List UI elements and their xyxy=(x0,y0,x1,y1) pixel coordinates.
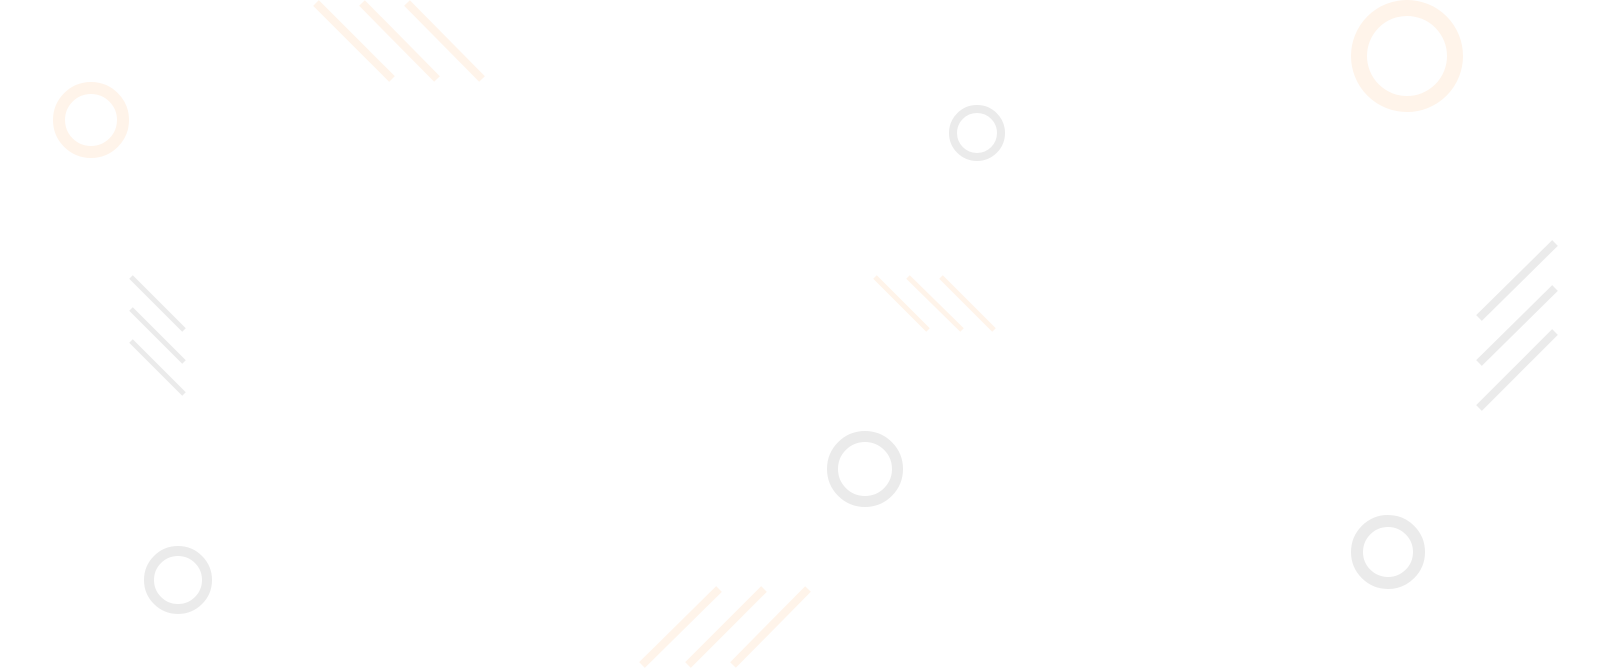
grey-lines-left xyxy=(129,275,186,396)
peach-diagonal-line xyxy=(313,0,395,82)
grey-lines-right xyxy=(1476,240,1558,411)
grey-diagonal-line xyxy=(129,275,186,332)
peach-lines-bottom xyxy=(639,586,811,668)
peach-ring-left xyxy=(53,82,129,158)
grey-diagonal-line xyxy=(129,339,186,396)
peach-lines-top xyxy=(313,0,485,82)
peach-diagonal-line xyxy=(359,0,440,82)
peach-diagonal-line xyxy=(939,275,996,332)
grey-diagonal-line xyxy=(1476,240,1558,321)
peach-diagonal-line xyxy=(404,0,485,82)
grey-diagonal-line xyxy=(1476,285,1558,366)
peach-lines-middle xyxy=(873,275,996,332)
grey-ring-bottom-right xyxy=(1351,515,1425,589)
grey-diagonal-line xyxy=(1476,329,1558,411)
peach-diagonal-line xyxy=(906,275,964,332)
grey-ring-small-top xyxy=(949,105,1005,161)
peach-diagonal-line xyxy=(639,586,722,668)
peach-diagonal-line xyxy=(685,586,767,668)
peach-diagonal-line xyxy=(730,586,811,668)
grey-diagonal-line xyxy=(129,307,186,364)
peach-ring-top-right xyxy=(1351,0,1463,112)
peach-diagonal-line xyxy=(873,275,930,332)
grey-ring-center xyxy=(827,431,903,507)
grey-ring-bottom-left xyxy=(144,546,212,614)
